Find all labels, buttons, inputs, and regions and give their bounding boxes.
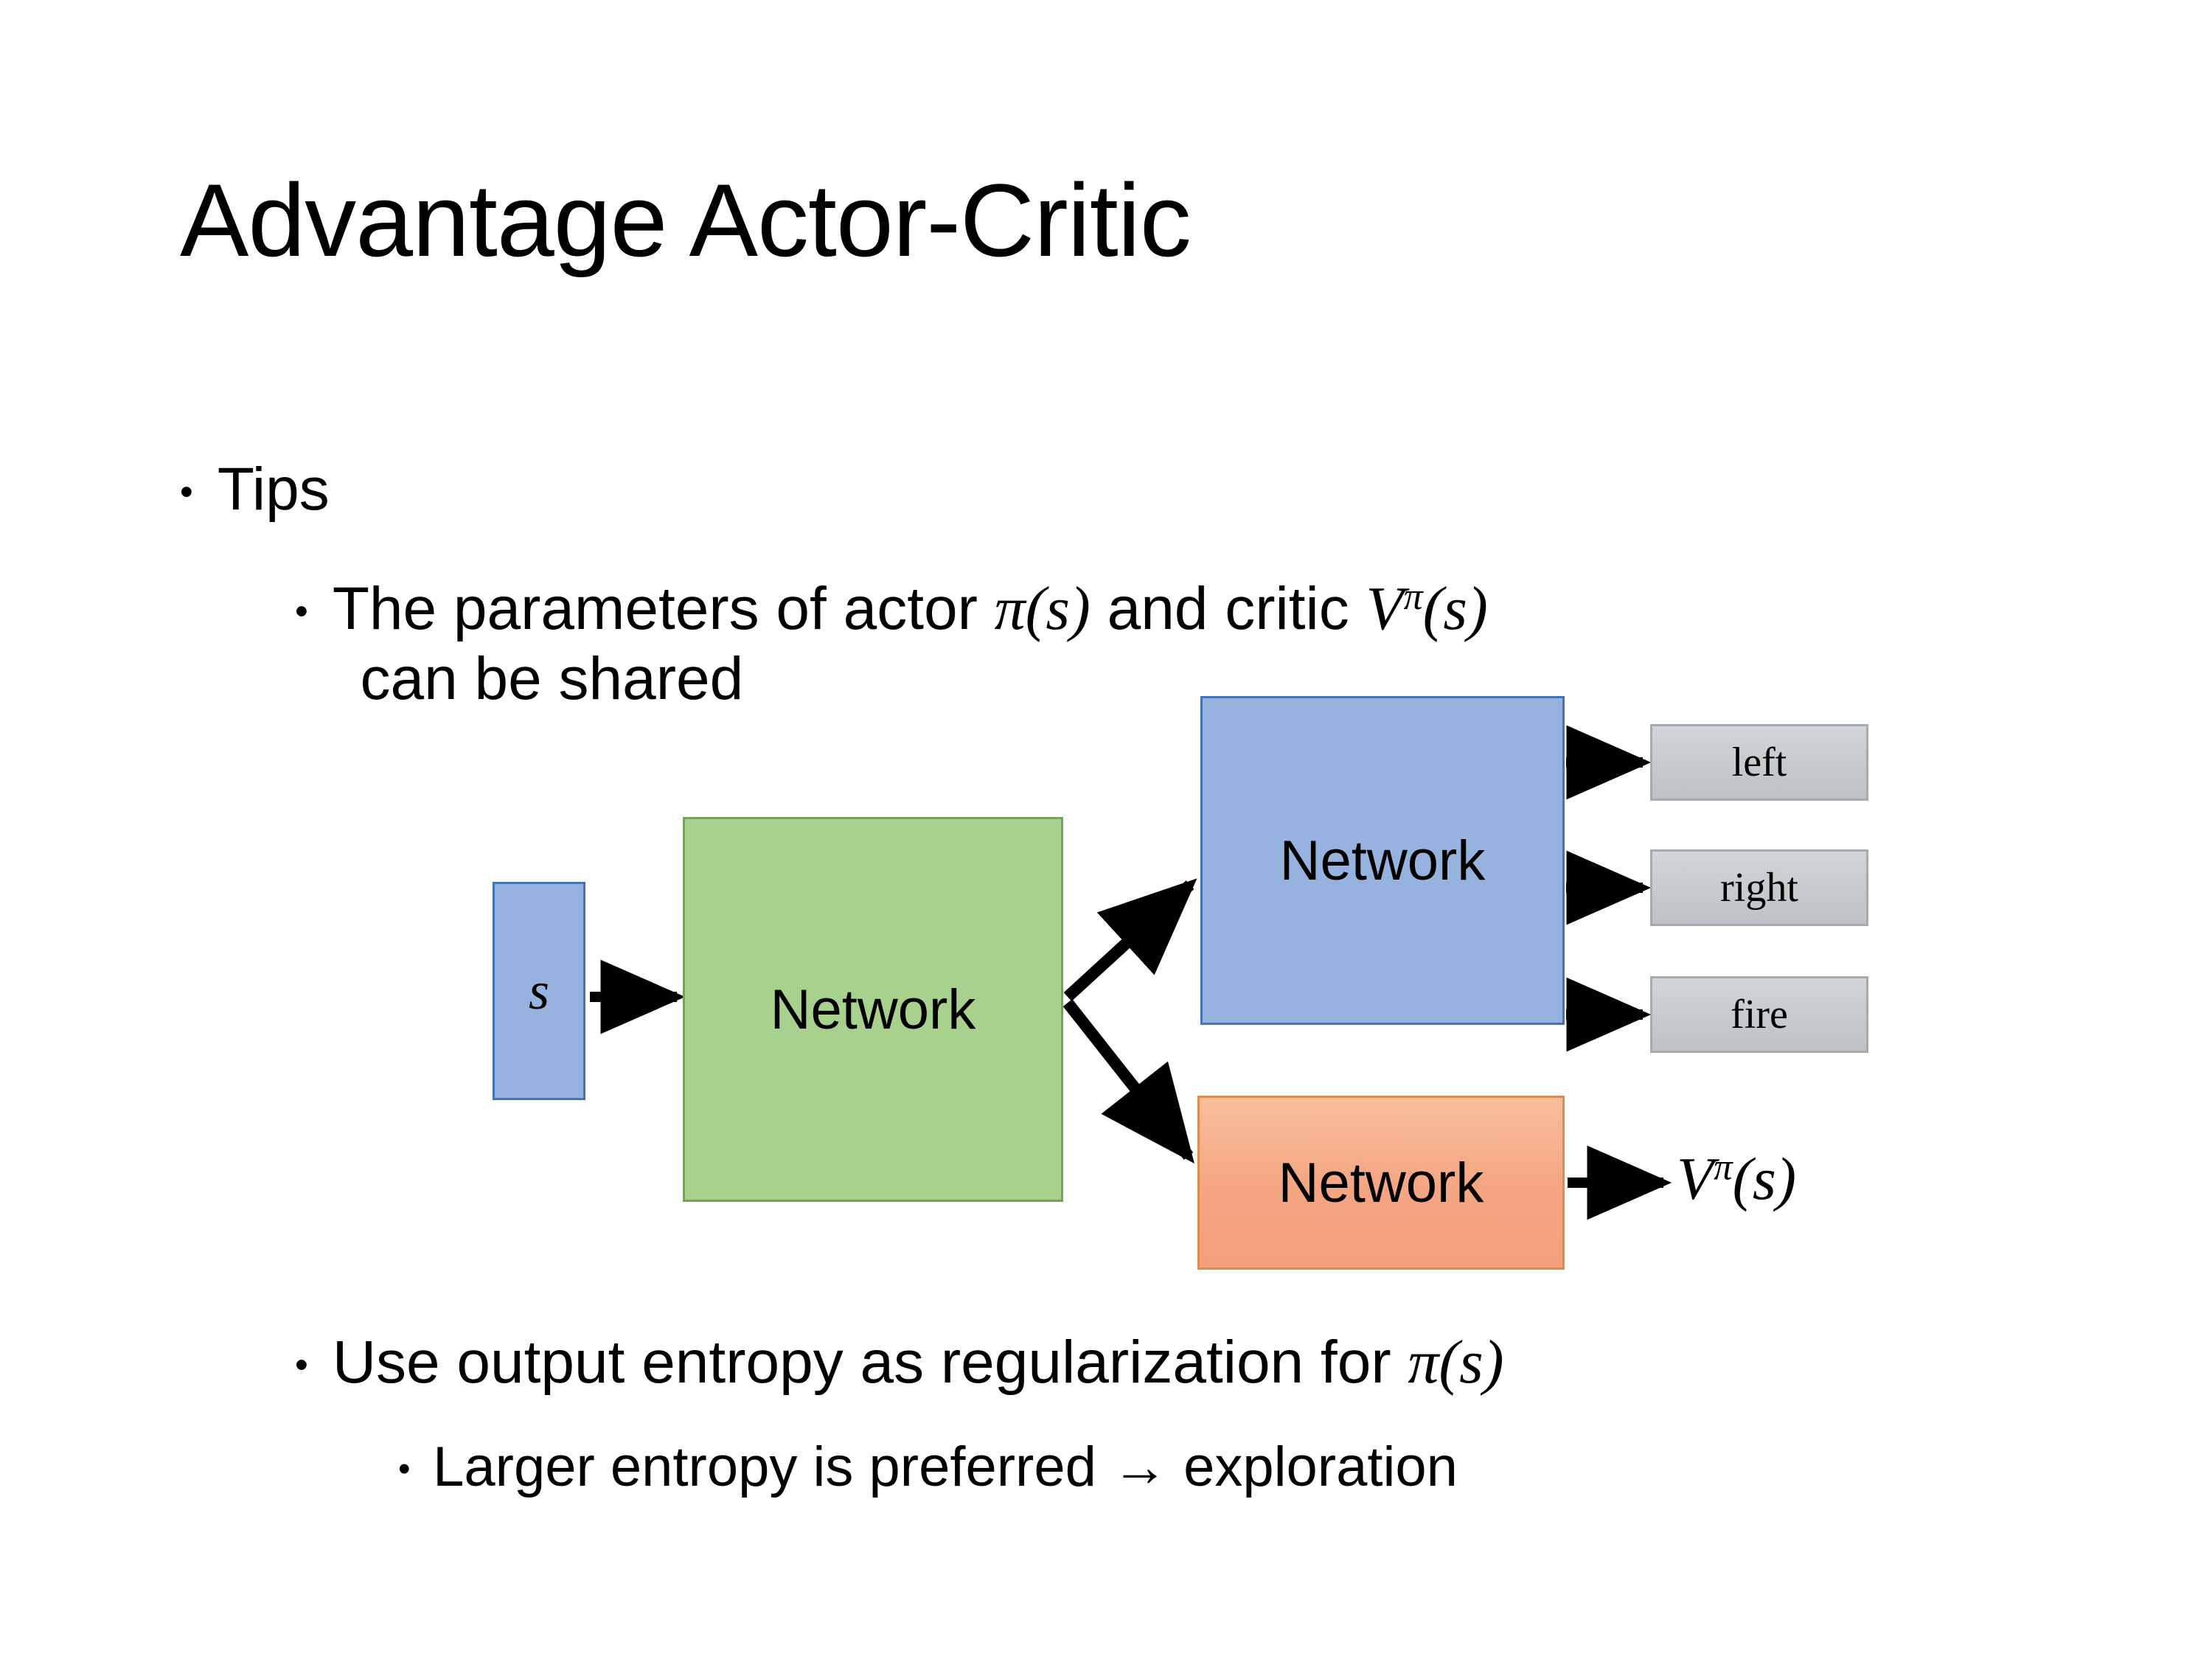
action-box-right: right (1650, 849, 1868, 926)
action-label-fire: fire (1731, 992, 1788, 1037)
input-state-box: s (493, 882, 585, 1100)
arrow-shared-to-actor (1063, 878, 1197, 1001)
page-title: Advantage Actor-Critic (180, 162, 1192, 278)
shared-text-prefix: The parameters of actor (332, 575, 995, 642)
arrow-shared-to-critic (1062, 999, 1194, 1164)
action-box-fire: fire (1650, 976, 1868, 1053)
critic-network-label: Network (1278, 1151, 1484, 1214)
bullet-shared-parameters: The parameters of actor π(s) and critic … (295, 574, 2079, 714)
action-box-left: left (1650, 724, 1868, 801)
math-pi-s: π(s) (994, 574, 1091, 643)
math-v-base: V (1366, 574, 1404, 643)
exploration-text: Larger entropy is preferred → exploratio… (433, 1436, 1458, 1498)
actor-network-label: Network (1279, 829, 1486, 892)
shared-text-mid: and critic (1090, 575, 1366, 642)
bullet-entropy-regularization: Use output entropy as regularization for… (295, 1327, 2138, 1398)
critic-output-base: V (1677, 1145, 1714, 1212)
entropy-text: Use output entropy as regularization for (332, 1329, 1408, 1396)
math-v-pi-s: Vπ(s) (1366, 574, 1488, 643)
math-v-superscript: π (1403, 576, 1423, 619)
shared-network-label: Network (770, 978, 976, 1041)
critic-output-arg: (s) (1732, 1145, 1797, 1212)
action-label-left: left (1731, 740, 1787, 785)
math-pi-s: π(s) (1408, 1328, 1504, 1397)
critic-output-value: Vπ(s) (1677, 1144, 1796, 1214)
bullet-dot-icon (295, 1328, 320, 1397)
critic-output-superscript: π (1714, 1146, 1733, 1188)
critic-network-box: Network (1197, 1096, 1565, 1270)
bullet-tips-label: Tips (217, 456, 330, 523)
action-label-right: right (1720, 865, 1798, 911)
actor-network-box: Network (1200, 696, 1565, 1025)
math-v-arg: (s) (1422, 574, 1488, 643)
shared-text-line2: can be shared (360, 645, 744, 713)
input-state-label: s (528, 961, 550, 1020)
bullet-exploration: Larger entropy is preferred → exploratio… (398, 1435, 1458, 1499)
bullet-dot-icon (180, 456, 205, 524)
bullet-tips: Tips (180, 456, 330, 524)
bullet-dot-icon (398, 1435, 422, 1499)
shared-network-box: Network (683, 817, 1063, 1202)
bullet-dot-icon (295, 574, 320, 644)
